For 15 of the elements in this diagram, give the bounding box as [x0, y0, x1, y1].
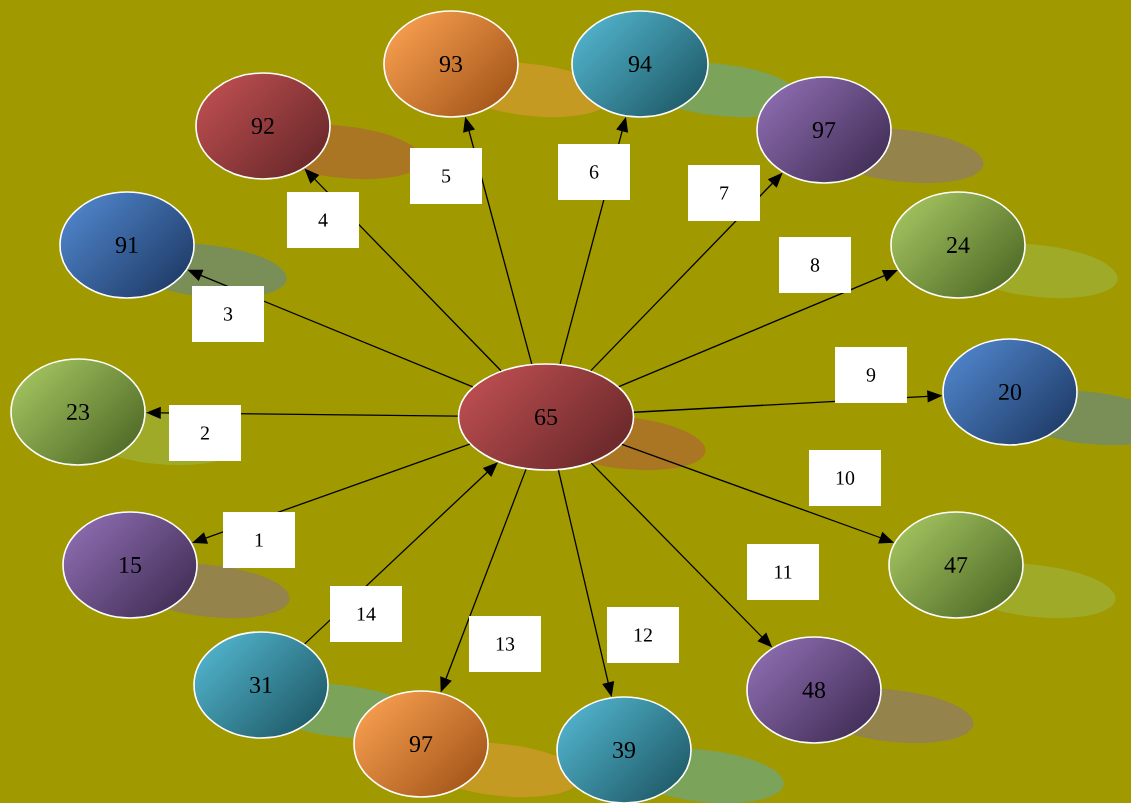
- edge-label: 13: [469, 616, 541, 672]
- edge-label: 11: [747, 544, 819, 600]
- edge-label: 2: [169, 405, 241, 461]
- edge-label: 1: [223, 512, 295, 568]
- edge-label: 4: [287, 192, 359, 248]
- arrow: [618, 270, 898, 388]
- edge-label: 3: [192, 286, 264, 342]
- edge-label: 5: [410, 148, 482, 204]
- edge-label: 14: [330, 586, 402, 642]
- edge-label: 6: [558, 144, 630, 200]
- edge-label: 12: [607, 607, 679, 663]
- edge-label: 8: [779, 237, 851, 293]
- edge-label: 7: [688, 165, 760, 221]
- edge-label: 10: [809, 450, 881, 506]
- edge-label: 9: [835, 347, 907, 403]
